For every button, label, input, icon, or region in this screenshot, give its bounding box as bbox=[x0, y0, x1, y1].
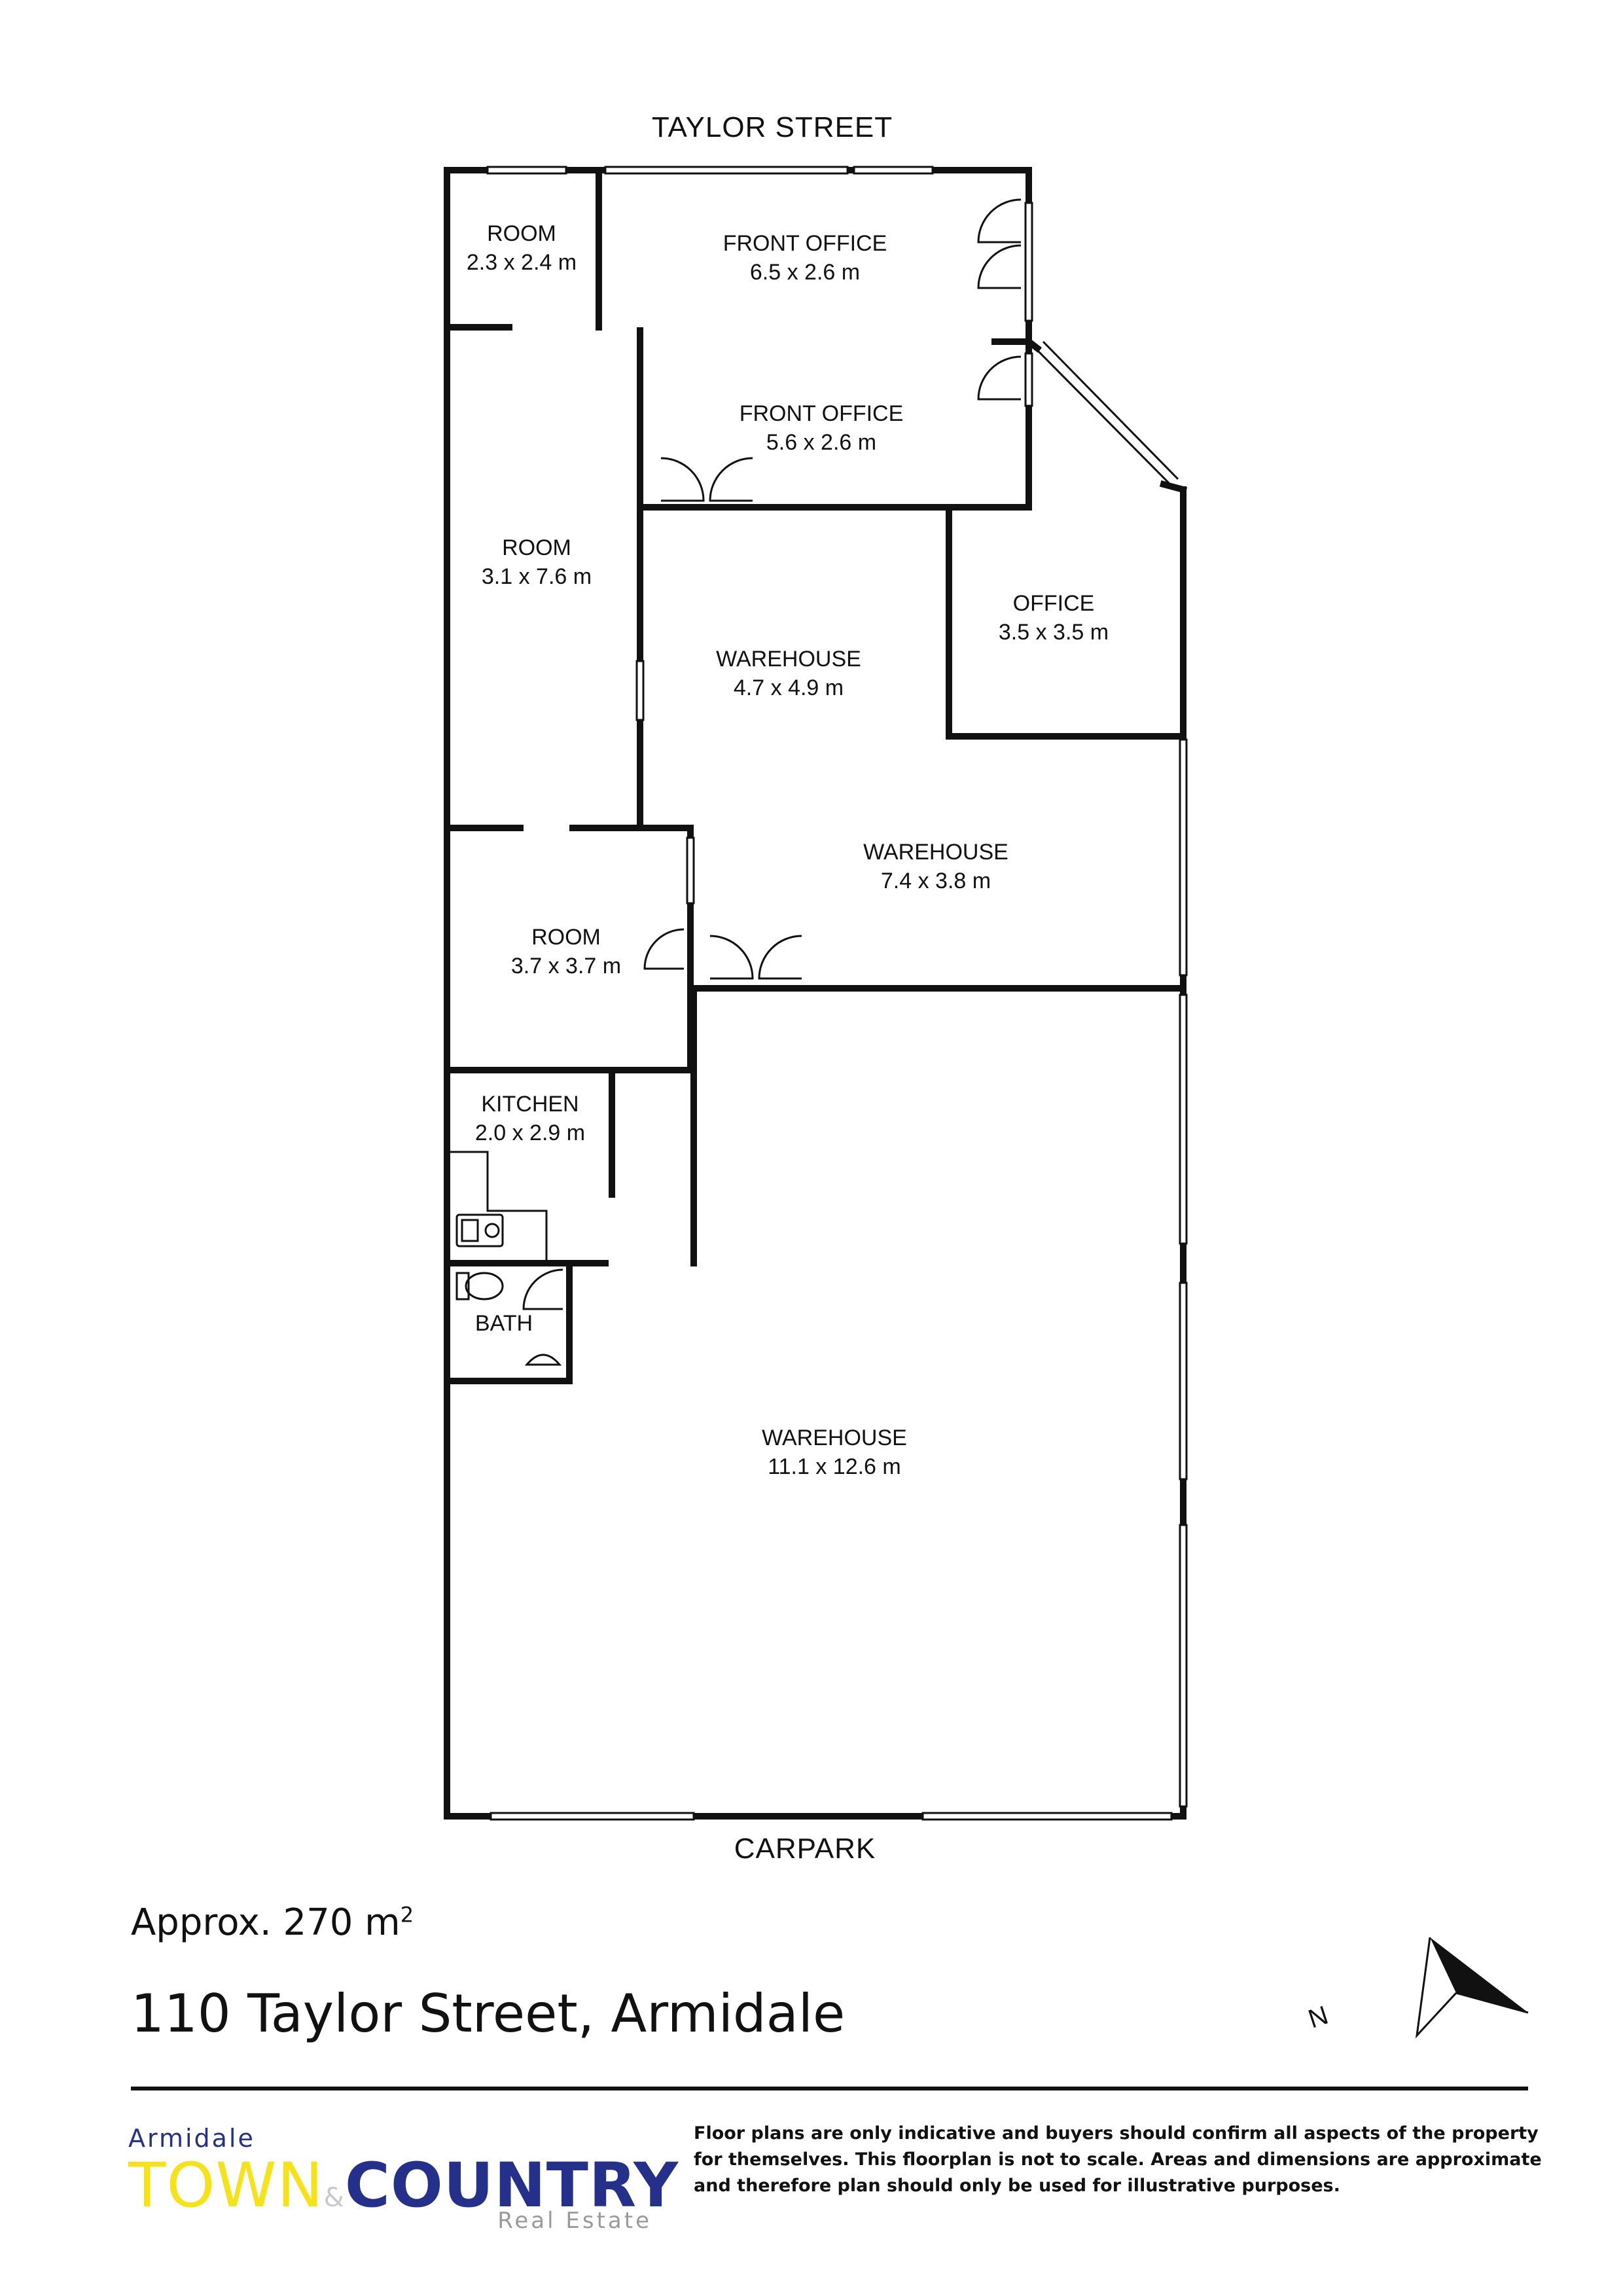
bath-fixtures bbox=[455, 1272, 562, 1366]
compass-icon bbox=[1415, 1937, 1529, 2039]
street-top: TAYLOR STREET bbox=[651, 111, 893, 143]
property-address: 110 Taylor Street, Armidale bbox=[131, 1983, 846, 2044]
windows bbox=[486, 166, 1188, 1821]
agency-logo: Armidale TOWN&COUNTRY Real Estate bbox=[128, 2124, 678, 2234]
disclaimer-text: Floor plans are only indicative and buye… bbox=[694, 2123, 1542, 2196]
logo-top-text: Armidale bbox=[128, 2124, 255, 2153]
logo-wordmark: TOWN&COUNTRY bbox=[128, 2150, 679, 2221]
logo-subtitle: Real Estate bbox=[497, 2208, 652, 2234]
room-label: BATH bbox=[474, 1311, 533, 1336]
doors bbox=[522, 198, 1022, 1310]
street-bottom: CARPARK bbox=[734, 1833, 876, 1865]
divider bbox=[131, 2087, 1528, 2090]
kitchen-fixtures bbox=[450, 1151, 548, 1260]
floor-area: Approx. 270 m2 bbox=[131, 1901, 414, 1944]
angled-window bbox=[1033, 340, 1179, 487]
